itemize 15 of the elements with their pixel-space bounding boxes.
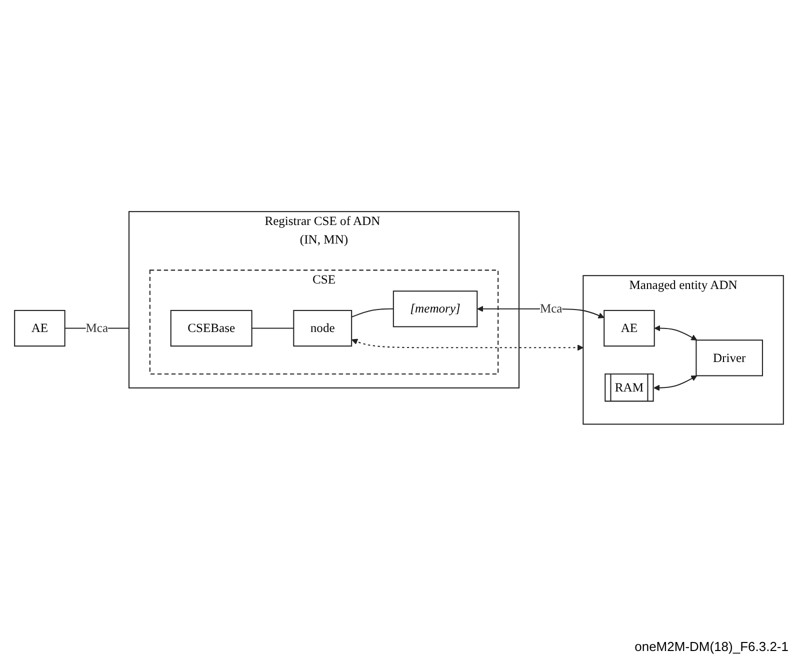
- figure-id: oneM2M-DM(18)_F6.3.2-1: [634, 639, 788, 654]
- arrow: [653, 375, 697, 390]
- arrow: [476, 305, 604, 318]
- edge-label: Mca: [85, 320, 108, 335]
- arrow: [654, 324, 697, 340]
- connector: [251, 327, 294, 328]
- edge-label: Mca: [539, 301, 562, 316]
- node-box: CSEBase: [170, 310, 252, 346]
- connector: [350, 308, 393, 318]
- arrow: [351, 338, 583, 350]
- node-box: Driver: [695, 339, 762, 376]
- node-box: node: [292, 310, 352, 346]
- node-box: AE: [603, 310, 654, 346]
- node-box: [memory]: [392, 290, 478, 327]
- node-box: AE: [14, 310, 65, 346]
